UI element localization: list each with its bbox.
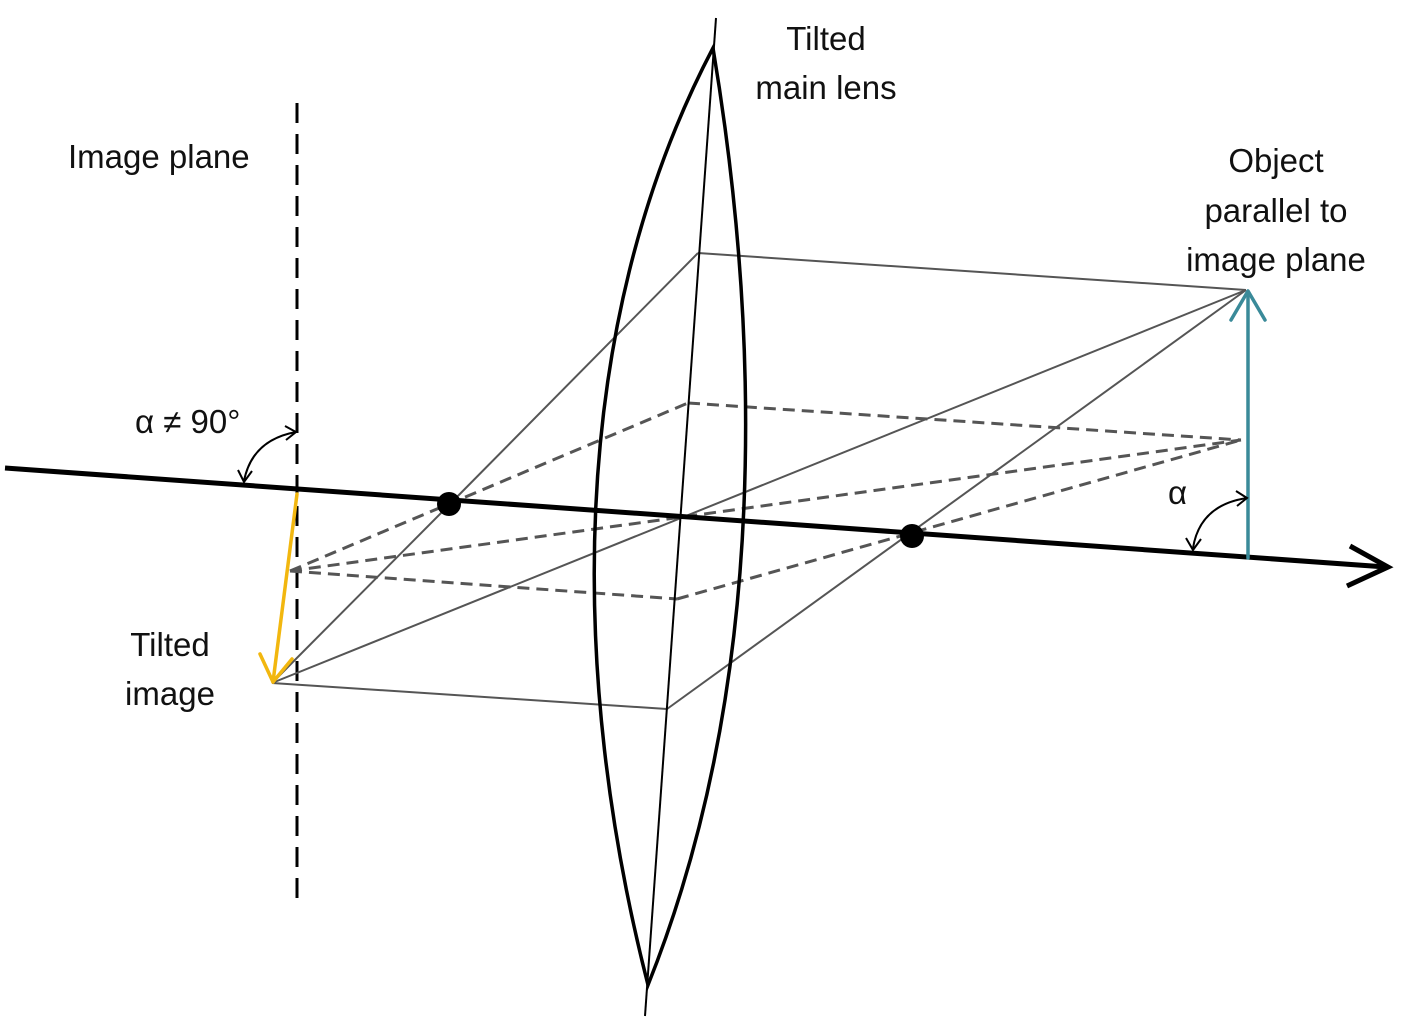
ray-chief	[271, 289, 1247, 684]
angle-object-label: α	[1168, 474, 1187, 511]
angle-image-label: α ≠ 90°	[135, 403, 240, 440]
lens-label-line2: main lens	[755, 69, 896, 106]
tilted-image-label-line2: image	[125, 675, 215, 712]
optical-axis-arrowhead	[1345, 543, 1394, 589]
dashed-ray-1	[289, 401, 689, 573]
focal-point-right	[900, 524, 924, 548]
ray-top-left	[448, 252, 699, 506]
ray-top-right	[697, 252, 1247, 291]
ray-focus-to-image	[271, 504, 450, 684]
dashed-ray-4	[289, 569, 678, 601]
angle-arc-object	[1185, 490, 1249, 552]
dashed-ray-2	[687, 401, 1242, 442]
dashed-rays	[289, 401, 1242, 601]
object-label-line2: parallel to	[1204, 192, 1347, 229]
solid-rays	[271, 252, 1247, 710]
tilted-image-arrow	[258, 492, 299, 684]
object-label-line1: Object	[1228, 142, 1323, 179]
dashed-ray-5	[676, 438, 1242, 601]
optical-axis	[4, 465, 1386, 567]
object-arrow	[1229, 289, 1267, 560]
dashed-ray-3	[289, 438, 1242, 573]
angle-arc-image	[237, 425, 298, 484]
lens-label-line1: Tilted	[786, 20, 865, 57]
ray-from-object-through-focus	[666, 289, 1247, 710]
tilted-image-label-line1: Tilted	[130, 626, 209, 663]
object-label-line3: image plane	[1186, 241, 1366, 278]
focal-point-left	[437, 492, 461, 516]
ray-bottom	[271, 682, 668, 710]
image-plane-label: Image plane	[68, 138, 250, 175]
